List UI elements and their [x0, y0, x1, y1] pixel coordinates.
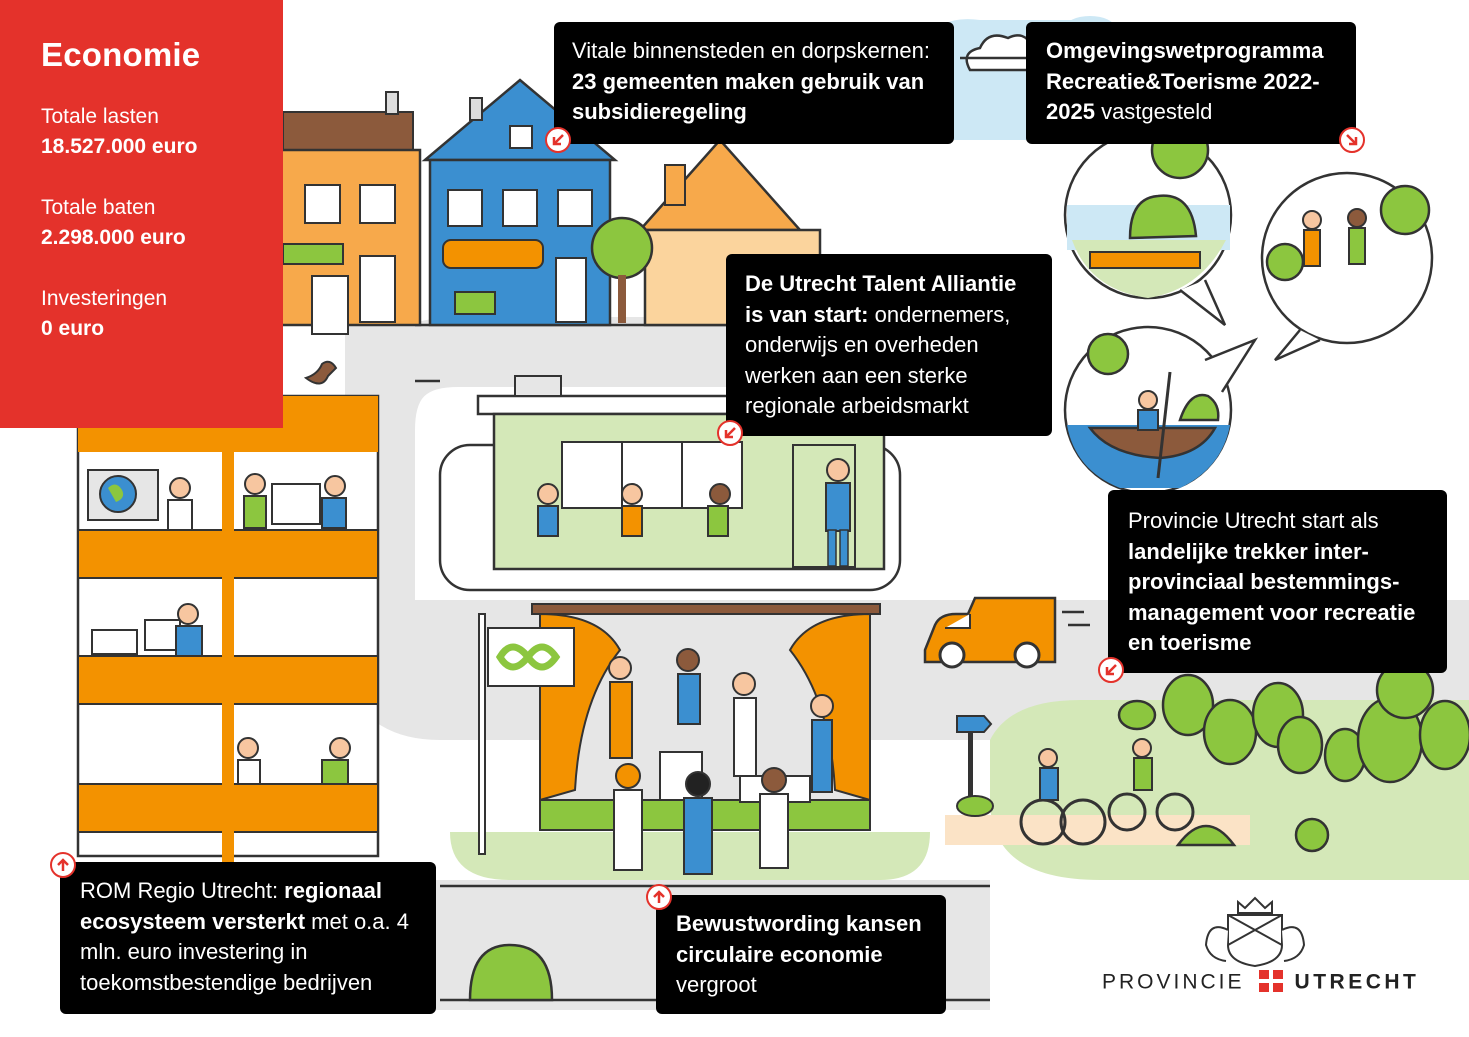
delivery-van — [923, 596, 1090, 669]
baten-label: Totale baten — [41, 196, 156, 219]
signpost-icon — [956, 715, 994, 817]
provincie-utrecht-logo: PROVINCIE UTRECHT — [1102, 970, 1419, 996]
logo-word-utrecht: UTRECHT — [1294, 970, 1420, 994]
panel-title: Economie — [41, 36, 201, 73]
lasten-value: 18.527.000 euro — [41, 135, 198, 158]
logo-word-provincie: PROVINCIE — [1102, 970, 1245, 994]
coat-of-arms-icon — [1204, 896, 1306, 968]
bush-bottom — [468, 943, 554, 1002]
school-building — [476, 375, 886, 571]
callout-circulair: Bewustwording kansen circulaire economie… — [656, 895, 946, 1014]
callout-omgevingswet-bold: Omgevingswetprogramma Recreatie&Toerisme… — [1046, 38, 1324, 124]
callout-rom-normal1: ROM Regio Utrecht: — [80, 878, 285, 903]
callout-rom: ROM Regio Utrecht: regionaal ecosysteem … — [60, 862, 436, 1014]
arrow-down-left-icon — [545, 127, 571, 153]
baten-value: 2.298.000 euro — [41, 226, 186, 249]
tree-small — [590, 216, 654, 323]
callout-talent-alliantie: De Utrecht Talent Alliantie is van start… — [726, 254, 1052, 436]
bubble-walkers — [1260, 171, 1434, 362]
callout-omgevingswet-normal: vastgesteld — [1094, 99, 1213, 124]
infinity-recycle-icon — [495, 643, 561, 671]
park — [945, 660, 1469, 880]
callout-binnensteden-normal: Vitale binnensteden en dorpskernen: — [572, 38, 930, 63]
office-building — [76, 394, 380, 862]
callout-talent-normal: ondernemers, onderwijs en overheden werk… — [745, 301, 1011, 419]
economy-summary-panel: Economie Totale lasten 18.527.000 euro T… — [0, 0, 283, 428]
callout-rom-bold: regionaal ecosysteem versterkt — [80, 878, 382, 934]
arrow-down-left-icon — [717, 420, 743, 446]
callout-circulair-bold: Bewustwording kansen circulaire economie — [676, 911, 922, 967]
bird-icon — [303, 360, 338, 385]
investeringen-value: 0 euro — [41, 317, 105, 340]
arrow-down-left-icon — [1339, 127, 1365, 153]
arrow-up-icon — [646, 884, 672, 910]
arrow-down-left-icon — [1098, 657, 1124, 683]
logo-squares-icon — [1258, 970, 1283, 992]
office-people — [167, 473, 351, 785]
theater-stage — [450, 603, 930, 880]
callout-rom-normal2: met o.a. 4 mln. euro investering in toek… — [80, 908, 409, 995]
callout-circulair-normal: vergroot — [676, 972, 757, 997]
callout-trekker-bold: landelijke trekker inter-provinciaal bes… — [1128, 538, 1416, 656]
house-blue — [421, 78, 619, 327]
callout-trekker: Provincie Utrecht start als landelijke t… — [1108, 490, 1447, 673]
callout-binnensteden: Vitale binnensteden en dorpskernen: 23 g… — [554, 22, 954, 144]
bubble-beach — [1063, 120, 1233, 326]
callout-omgevingswet: Omgevingswetprogramma Recreatie&Toerisme… — [1026, 22, 1356, 144]
callout-trekker-normal: Provincie Utrecht start als — [1128, 508, 1379, 533]
lasten-label: Totale lasten — [41, 105, 159, 128]
investeringen-label: Investeringen — [41, 287, 168, 310]
callout-binnensteden-bold: 23 gemeenten maken gebruik van subsidier… — [572, 68, 925, 125]
house-orange — [278, 91, 422, 335]
bubble-canoe — [1063, 325, 1259, 495]
arrow-up-icon — [50, 852, 76, 878]
callout-talent-bold: De Utrecht Talent Alliantie is van start… — [745, 271, 1017, 327]
